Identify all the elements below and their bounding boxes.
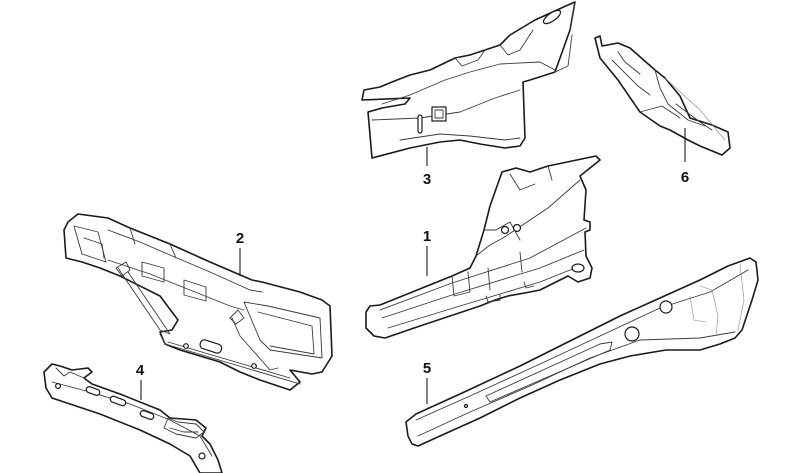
part-1-side-member[interactable] [365,155,601,339]
part-6-bracket[interactable] [594,35,731,156]
callout-5[interactable]: 5 [422,360,432,377]
callout-2[interactable]: 2 [235,230,245,247]
callout-4[interactable]: 4 [135,362,145,379]
callout-3[interactable]: 3 [422,171,432,188]
part-2-front-panel[interactable] [63,213,333,391]
part-4-lower-crossmember[interactable] [43,363,223,473]
part-3-wheelhouse[interactable] [361,1,576,159]
callout-1[interactable]: 1 [422,228,432,245]
callout-6[interactable]: 6 [680,169,690,186]
part-5-lower-rail[interactable] [405,257,759,447]
